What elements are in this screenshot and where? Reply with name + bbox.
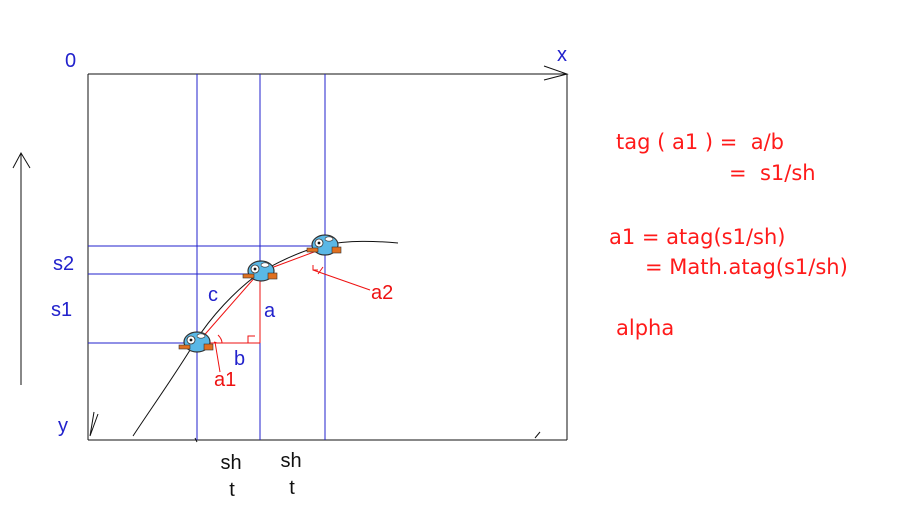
- equation-line-3: a1 = atag(s1/sh): [609, 225, 786, 249]
- hypotenuse-1: [199, 274, 258, 341]
- bird-icon-2: [242, 260, 278, 282]
- equation-line-5: alpha: [616, 316, 675, 340]
- bird-icon-3: [306, 234, 342, 256]
- angle-a1-label: a1: [214, 369, 236, 391]
- grid-lines: [88, 74, 326, 440]
- angle-mark-a2: [312, 265, 318, 271]
- step-2-bottom: t: [289, 477, 295, 499]
- x-axis-label: x: [557, 44, 567, 66]
- pointer-a1: [214, 341, 221, 373]
- step-2-top: sh: [280, 450, 301, 472]
- s2-label: s2: [53, 253, 74, 275]
- step-1-bottom: t: [229, 479, 235, 501]
- s1-label: s1: [51, 299, 72, 321]
- frame: [12, 65, 569, 443]
- step-1-top: sh: [220, 452, 241, 474]
- tick-mark: [534, 431, 541, 439]
- equation-line-4: = Math.atag(s1/sh): [645, 255, 848, 279]
- right-angle-mark: [247, 335, 255, 343]
- side-c-label: c: [208, 284, 218, 306]
- y-axis-label: y: [58, 415, 68, 437]
- red-annotations: [199, 248, 371, 373]
- up-arrow-head: [12, 151, 31, 169]
- y-arrow-head: [89, 411, 99, 437]
- side-a-label: a: [264, 300, 276, 322]
- tick-mark-2: [194, 437, 198, 443]
- origin-label: 0: [65, 50, 76, 72]
- angle-arc-a1: [217, 334, 223, 344]
- side-b-label: b: [234, 348, 245, 370]
- angle-a2-label: a2: [371, 282, 393, 304]
- equation-line-2: = s1/sh: [729, 161, 816, 185]
- bird-icon-1: [178, 331, 214, 353]
- x-arrow-head: [543, 65, 569, 81]
- angle-tick-a2: [317, 266, 324, 275]
- pointer-a2: [312, 269, 371, 291]
- equation-line-1: tag ( a1 ) = a/b: [616, 130, 784, 154]
